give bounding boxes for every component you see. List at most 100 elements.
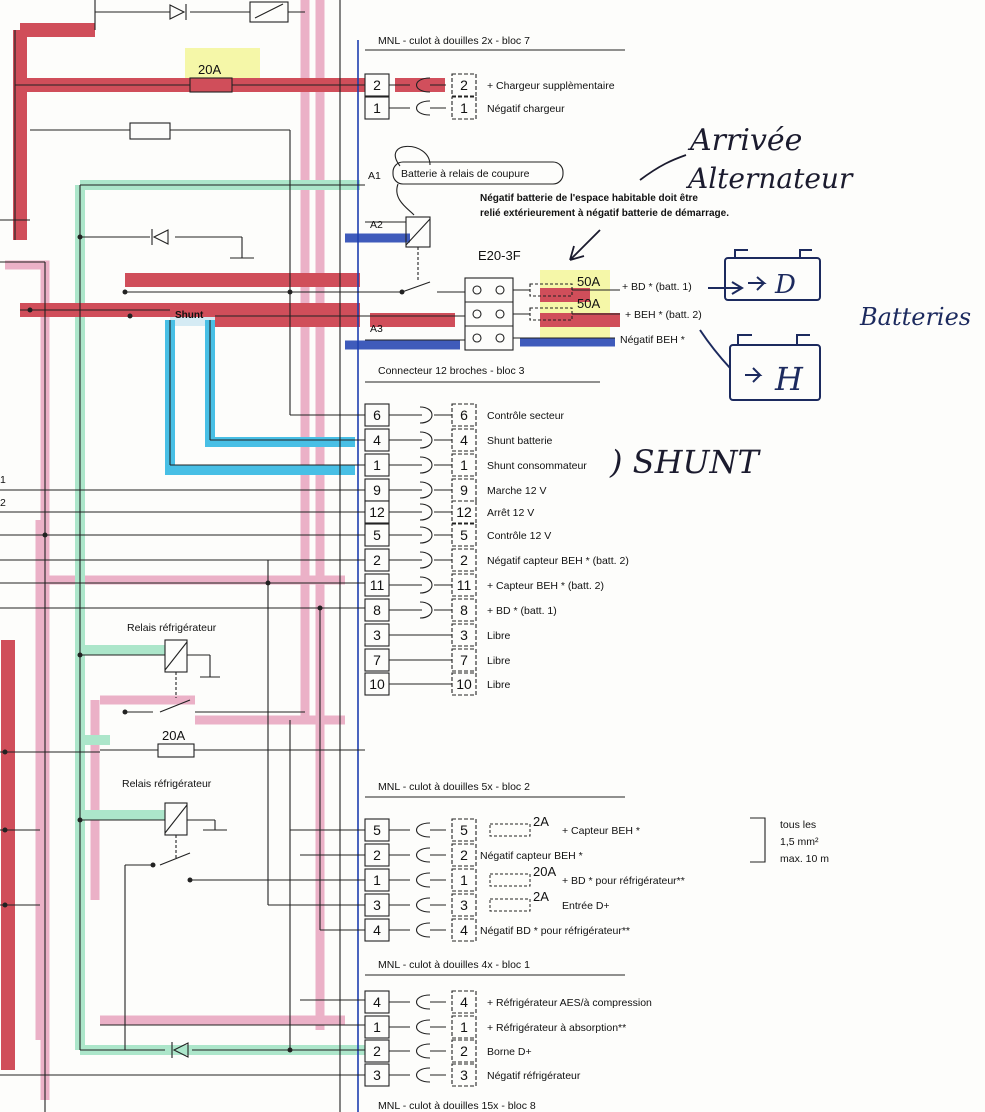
relay-label: Batterie à relais de coupure	[401, 168, 530, 180]
bloc3-left-pin: 11	[370, 577, 385, 593]
bloc1-left-pin: 1	[373, 1019, 381, 1035]
bloc1-socket-symbol	[389, 1043, 446, 1059]
bloc2-row-label: Négatif capteur BEH *	[480, 850, 583, 862]
bloc2-right-pin: 1	[460, 872, 468, 888]
bloc2-fuse-box	[489, 873, 531, 887]
bloc1-right-pin: 1	[460, 1019, 468, 1035]
hand-arrivee: Arrivée	[687, 123, 802, 158]
text-layer: MNL - culot à douilles 2x - bloc 7 20A S…	[0, 35, 829, 1112]
bloc1-socket-symbol	[389, 994, 446, 1010]
battery-h-icon	[699, 329, 821, 401]
bloc3-row-label: Contrôle secteur	[487, 410, 565, 422]
bloc1-row-label: + Réfrigérateur AES/à compression	[487, 997, 652, 1009]
bloc2-row-label: + BD * pour réfrigérateur**	[562, 875, 685, 887]
bloc3-right-pin: 4	[460, 432, 468, 448]
bloc2-left-pin: 4	[373, 922, 381, 938]
bloc2-fuse-label: 2A	[533, 889, 549, 904]
bloc2-row-label: + Capteur BEH *	[562, 825, 640, 837]
cyan-highlight	[165, 320, 355, 475]
bloc3-plug-symbol	[389, 481, 452, 499]
bloc3-right-pin: 3	[460, 627, 468, 643]
bloc7-socket-symbol	[389, 77, 446, 93]
bloc3-row-label: Libre	[487, 630, 511, 642]
bloc7-right-pin: 2	[460, 77, 468, 93]
bloc3-row-label: + Capteur BEH * (batt. 2)	[487, 580, 604, 592]
battery-d-letter: D	[774, 270, 796, 300]
output-beh: + BEH * (batt. 2)	[625, 309, 702, 321]
bloc2-right-pin-box	[451, 918, 477, 942]
bloc2-socket-symbol	[389, 872, 446, 888]
bloc3-right-pin: 7	[460, 652, 468, 668]
bloc3-right-pin-box	[451, 500, 477, 524]
bloc1-right-pin-box	[451, 1039, 477, 1063]
bloc1-row-label: Négatif réfrigérateur	[487, 1070, 581, 1082]
bloc2-left-pin: 3	[373, 897, 381, 913]
bloc3-right-pin-box	[451, 453, 477, 477]
bloc2-note-1: tous les	[780, 819, 816, 831]
hand-batteries: Batteries	[859, 303, 971, 331]
bloc3-right-pin: 11	[457, 577, 472, 593]
bloc2-socket-symbol	[389, 897, 446, 913]
fuse-block-label: E20-3F	[478, 248, 521, 263]
bloc3-plug-symbol	[389, 406, 452, 424]
bloc3-left-pin: 10	[369, 676, 385, 692]
hand-alternateur: Alternateur	[685, 162, 854, 195]
bloc2-note-3: max. 10 m	[780, 853, 829, 865]
bloc2-right-pin-box	[451, 818, 477, 842]
bloc1-right-pin: 4	[460, 994, 468, 1010]
shunt-label: Shunt	[175, 310, 204, 321]
relay-a1: A1	[368, 170, 381, 182]
bloc3-left-pin: 3	[373, 627, 381, 643]
bloc3-right-pin: 8	[460, 602, 468, 618]
relais-label-1: Relais réfrigérateur	[127, 622, 217, 634]
bloc2-note-2: 1,5 mm²	[780, 836, 819, 848]
bloc3-row-label: Négatif capteur BEH * (batt. 2)	[487, 555, 629, 567]
red-highlight	[1, 23, 620, 1070]
bloc3-left-pin: 4	[373, 432, 381, 448]
bloc7-right-pin-box	[451, 96, 477, 120]
bloc3-row-label: Shunt batterie	[487, 435, 553, 447]
bloc1-left-pin: 4	[373, 994, 381, 1010]
fuse-20a-top: 20A	[198, 62, 221, 77]
bloc2-fuse-label: 20A	[533, 864, 556, 879]
bloc1-row-label: + Réfrigérateur à absorption**	[487, 1022, 626, 1034]
bloc2-socket-symbol	[389, 847, 446, 863]
bloc7-right-pin: 1	[460, 100, 468, 116]
bloc2-row-label: Entrée D+	[562, 900, 610, 912]
bloc7-row-label: Négatif chargeur	[487, 103, 565, 115]
bloc3-row-label: Shunt consommateur	[487, 460, 587, 472]
bloc3-right-pin: 6	[460, 407, 468, 423]
bloc3-right-pin: 9	[460, 482, 468, 498]
bloc3-row-label: Libre	[487, 655, 511, 667]
bloc2-right-pin: 4	[460, 922, 468, 938]
battery-h-letter: H	[774, 360, 804, 398]
relay-a3: A3	[370, 323, 383, 335]
bloc3-plug-symbol	[389, 431, 452, 449]
bloc3-right-pin: 1	[460, 457, 468, 473]
bloc2-right-pin: 3	[460, 897, 468, 913]
bloc3-left-pin: 9	[373, 482, 381, 498]
bloc3-right-pin-box	[451, 672, 477, 696]
bloc2-fuse-box	[489, 823, 531, 837]
fuse-50a-2: 50A	[577, 296, 600, 311]
left-wire-label-2: 2	[0, 497, 6, 509]
bloc3-plug-symbol	[389, 503, 452, 521]
bloc2-title: MNL - culot à douilles 5x - bloc 2	[378, 781, 530, 793]
relay-note-1: Négatif batterie de l'espace habitable d…	[480, 193, 698, 204]
bloc2-right-pin-box	[451, 868, 477, 892]
bloc3-left-pin: 7	[373, 652, 381, 668]
bloc7-right-pin-box	[451, 73, 477, 97]
battery-d-icon	[708, 249, 821, 301]
bloc8-title: MNL - culot à douilles 15x - bloc 8	[378, 1100, 536, 1112]
bloc1-right-pin-box	[451, 990, 477, 1014]
bloc3-plug-symbol	[389, 601, 452, 619]
bloc3-left-pin: 8	[373, 602, 381, 618]
bloc1-right-pin: 3	[460, 1067, 468, 1083]
bloc3-right-pin: 10	[456, 676, 472, 692]
bloc2-right-pin: 2	[460, 847, 468, 863]
bloc3-right-pin: 2	[460, 552, 468, 568]
bloc3-right-pin-box	[451, 573, 477, 597]
bloc1-socket-symbol	[389, 1019, 446, 1035]
